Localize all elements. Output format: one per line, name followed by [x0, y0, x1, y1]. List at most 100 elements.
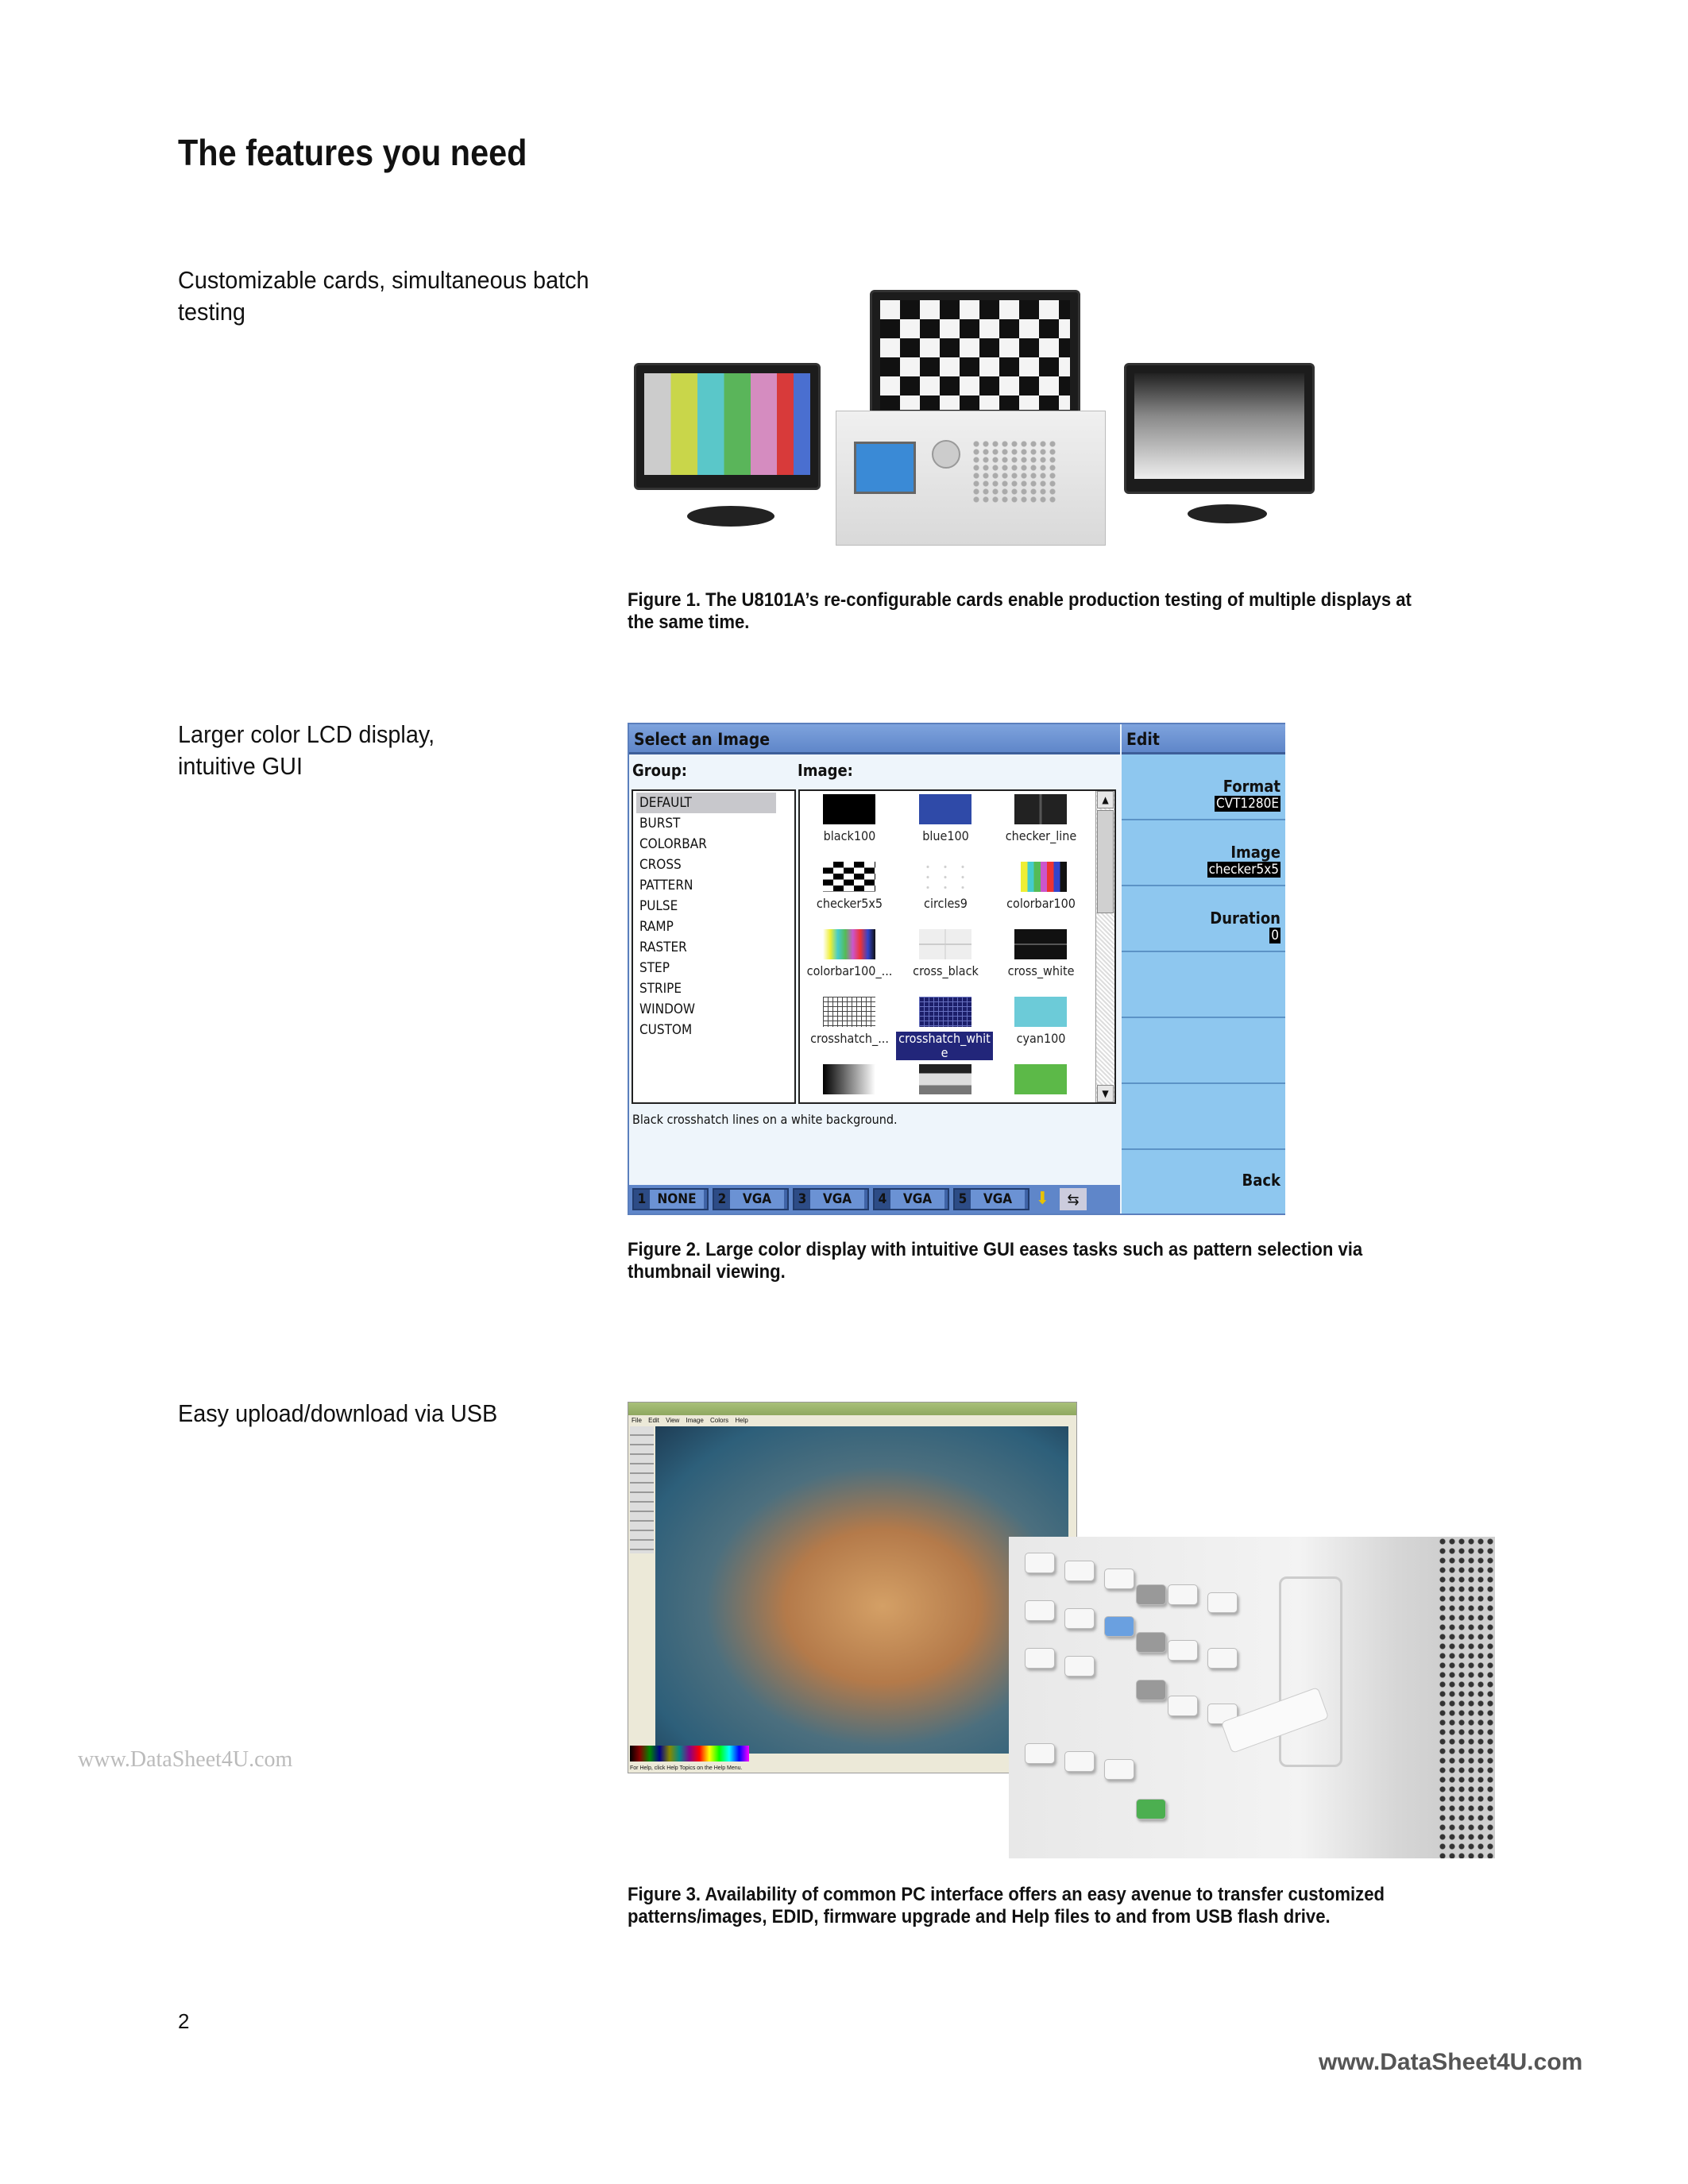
color-palette	[630, 1746, 749, 1761]
anemone-photo	[655, 1426, 1068, 1754]
thumbnail-label[interactable]: checker_line	[1005, 828, 1077, 843]
image-softkey-label: Image	[1230, 843, 1280, 862]
image-grid[interactable]: ▲ ▼ black100 blue100 checker_line checker5x…	[798, 789, 1116, 1104]
screen-header: Select an Image	[629, 724, 1120, 754]
paint-menu: File Edit View Image Colors Help	[632, 1417, 748, 1424]
blank-softkey-2[interactable]	[1122, 1018, 1285, 1084]
scrollbar[interactable]: ▲ ▼	[1095, 791, 1114, 1102]
thumbnail-checker5x5[interactable]	[823, 862, 875, 892]
thumbnail-label[interactable]: cross_white	[1007, 963, 1075, 978]
thumbnail-crosshatch[interactable]	[823, 997, 875, 1027]
scroll-up-arrow-icon[interactable]: ▲	[1097, 791, 1114, 808]
thumbnail-label[interactable]: cyan100	[1016, 1031, 1066, 1046]
thumbnail-label[interactable]: crosshatch_white	[895, 1031, 994, 1061]
thumbnail-crosshatch-white[interactable]	[919, 997, 971, 1027]
download-icon: ⬇	[1036, 1189, 1049, 1209]
slot-type: VGA	[890, 1190, 944, 1209]
thumbnail-blue100[interactable]	[919, 794, 971, 824]
thumbnail-label[interactable]: cross_black	[913, 963, 979, 978]
image-label: Image:	[798, 761, 853, 780]
group-list[interactable]: DEFAULT BURST COLORBAR CROSS PATTERN PULSE RAM…	[632, 789, 796, 1104]
watermark-right[interactable]: www.DataSheet4U.com	[1319, 2049, 1583, 2075]
duration-value: 0	[1269, 928, 1280, 943]
slot-number: 1	[634, 1190, 650, 1209]
monitor-colorbar	[634, 363, 821, 490]
group-item-pattern[interactable]: PATTERN	[639, 878, 693, 893]
edit-header: Edit	[1122, 724, 1285, 754]
duration-label: Duration	[1210, 909, 1280, 928]
thumbnail-ramp[interactable]	[823, 1064, 875, 1094]
thumbnail-gray[interactable]	[919, 1064, 971, 1094]
front-io-panel	[1279, 1576, 1342, 1767]
thumbnail-label[interactable]: colorbar100	[1006, 896, 1076, 911]
thumbnail-cross-black[interactable]	[919, 929, 971, 959]
group-item-raster[interactable]: RASTER	[639, 940, 687, 955]
vent-grill	[1438, 1537, 1495, 1858]
u8101a-unit	[836, 411, 1106, 546]
thumbnail-circles9[interactable]	[919, 862, 971, 892]
thumbnail-cyan100[interactable]	[1014, 997, 1067, 1027]
scroll-thumb[interactable]	[1097, 810, 1114, 913]
page-number: 2	[178, 2009, 190, 2033]
group-item-custom[interactable]: CUSTOM	[639, 1022, 693, 1038]
slot-type: VGA	[810, 1190, 864, 1209]
watermark-left: www.DataSheet4U.com	[78, 1747, 293, 1772]
edit-title: Edit	[1126, 730, 1160, 749]
monitor-checker	[870, 290, 1080, 425]
thumbnail-label[interactable]: checker5x5	[816, 896, 883, 911]
group-item-default[interactable]: DEFAULT	[636, 793, 776, 813]
slot-type: NONE	[650, 1190, 704, 1209]
group-item-window[interactable]: WINDOW	[639, 1001, 696, 1017]
scroll-down-arrow-icon[interactable]: ▼	[1097, 1085, 1114, 1102]
back-label: Back	[1242, 1171, 1280, 1190]
thumbnail-label[interactable]: black100	[823, 828, 876, 843]
thumbnail-label[interactable]: blue100	[922, 828, 969, 843]
thumbnail-cross-white[interactable]	[1014, 929, 1067, 959]
group-item-burst[interactable]: BURST	[639, 816, 681, 832]
back-softkey[interactable]: Back	[1122, 1150, 1285, 1216]
image-value: checker5x5	[1207, 862, 1280, 878]
group-item-colorbar[interactable]: COLORBAR	[639, 836, 707, 852]
group-item-ramp[interactable]: RAMP	[639, 919, 674, 935]
thumbnail-checker-line[interactable]	[1014, 794, 1067, 824]
usb-icon: ⇆	[1060, 1188, 1087, 1210]
thumbnail-black100[interactable]	[823, 794, 875, 824]
page-title: The features you need	[178, 132, 527, 173]
blank-softkey-3[interactable]	[1122, 1084, 1285, 1150]
blank-softkey-1[interactable]	[1122, 952, 1285, 1018]
thumbnail-label[interactable]: colorbar100_...	[806, 963, 893, 978]
paint-toolbox	[630, 1426, 654, 1553]
group-item-stripe[interactable]: STRIPE	[639, 981, 682, 997]
image-description: Black crosshatch lines on a white backgr…	[632, 1112, 898, 1127]
paint-window-screenshot: File Edit View Image Colors Help For Hel…	[628, 1402, 1077, 1773]
select-image-screen: Select an Image Group: Image: DEFAULT BUR…	[628, 723, 1285, 1215]
group-item-pulse[interactable]: PULSE	[639, 898, 678, 914]
format-value: CVT1280E	[1214, 796, 1280, 812]
figure-1-caption: Figure 1. The U8101A’s re-configurable c…	[628, 589, 1412, 633]
format-label: Format	[1223, 777, 1280, 796]
slot-number: 5	[955, 1190, 971, 1209]
slot-number: 3	[794, 1190, 810, 1209]
thumbnail-colorbar100[interactable]	[1014, 862, 1067, 892]
group-item-cross[interactable]: CROSS	[639, 857, 682, 873]
thumbnail-colorbar100[interactable]	[823, 929, 875, 959]
figure-2-caption: Figure 2. Large color display with intui…	[628, 1239, 1363, 1283]
thumbnail-label[interactable]: crosshatch_...	[810, 1031, 889, 1046]
figure-1-photo	[628, 290, 1315, 572]
section-heading-cards: Customizable cards, simultaneous batch t…	[178, 266, 589, 326]
thumbnail-label[interactable]: circles9	[924, 896, 968, 911]
thumbnail-green[interactable]	[1014, 1064, 1067, 1094]
group-item-step[interactable]: STEP	[639, 960, 670, 976]
section-heading-lcd: Larger color LCD display, intuitive GUI	[178, 720, 435, 780]
group-label: Group:	[632, 761, 687, 780]
